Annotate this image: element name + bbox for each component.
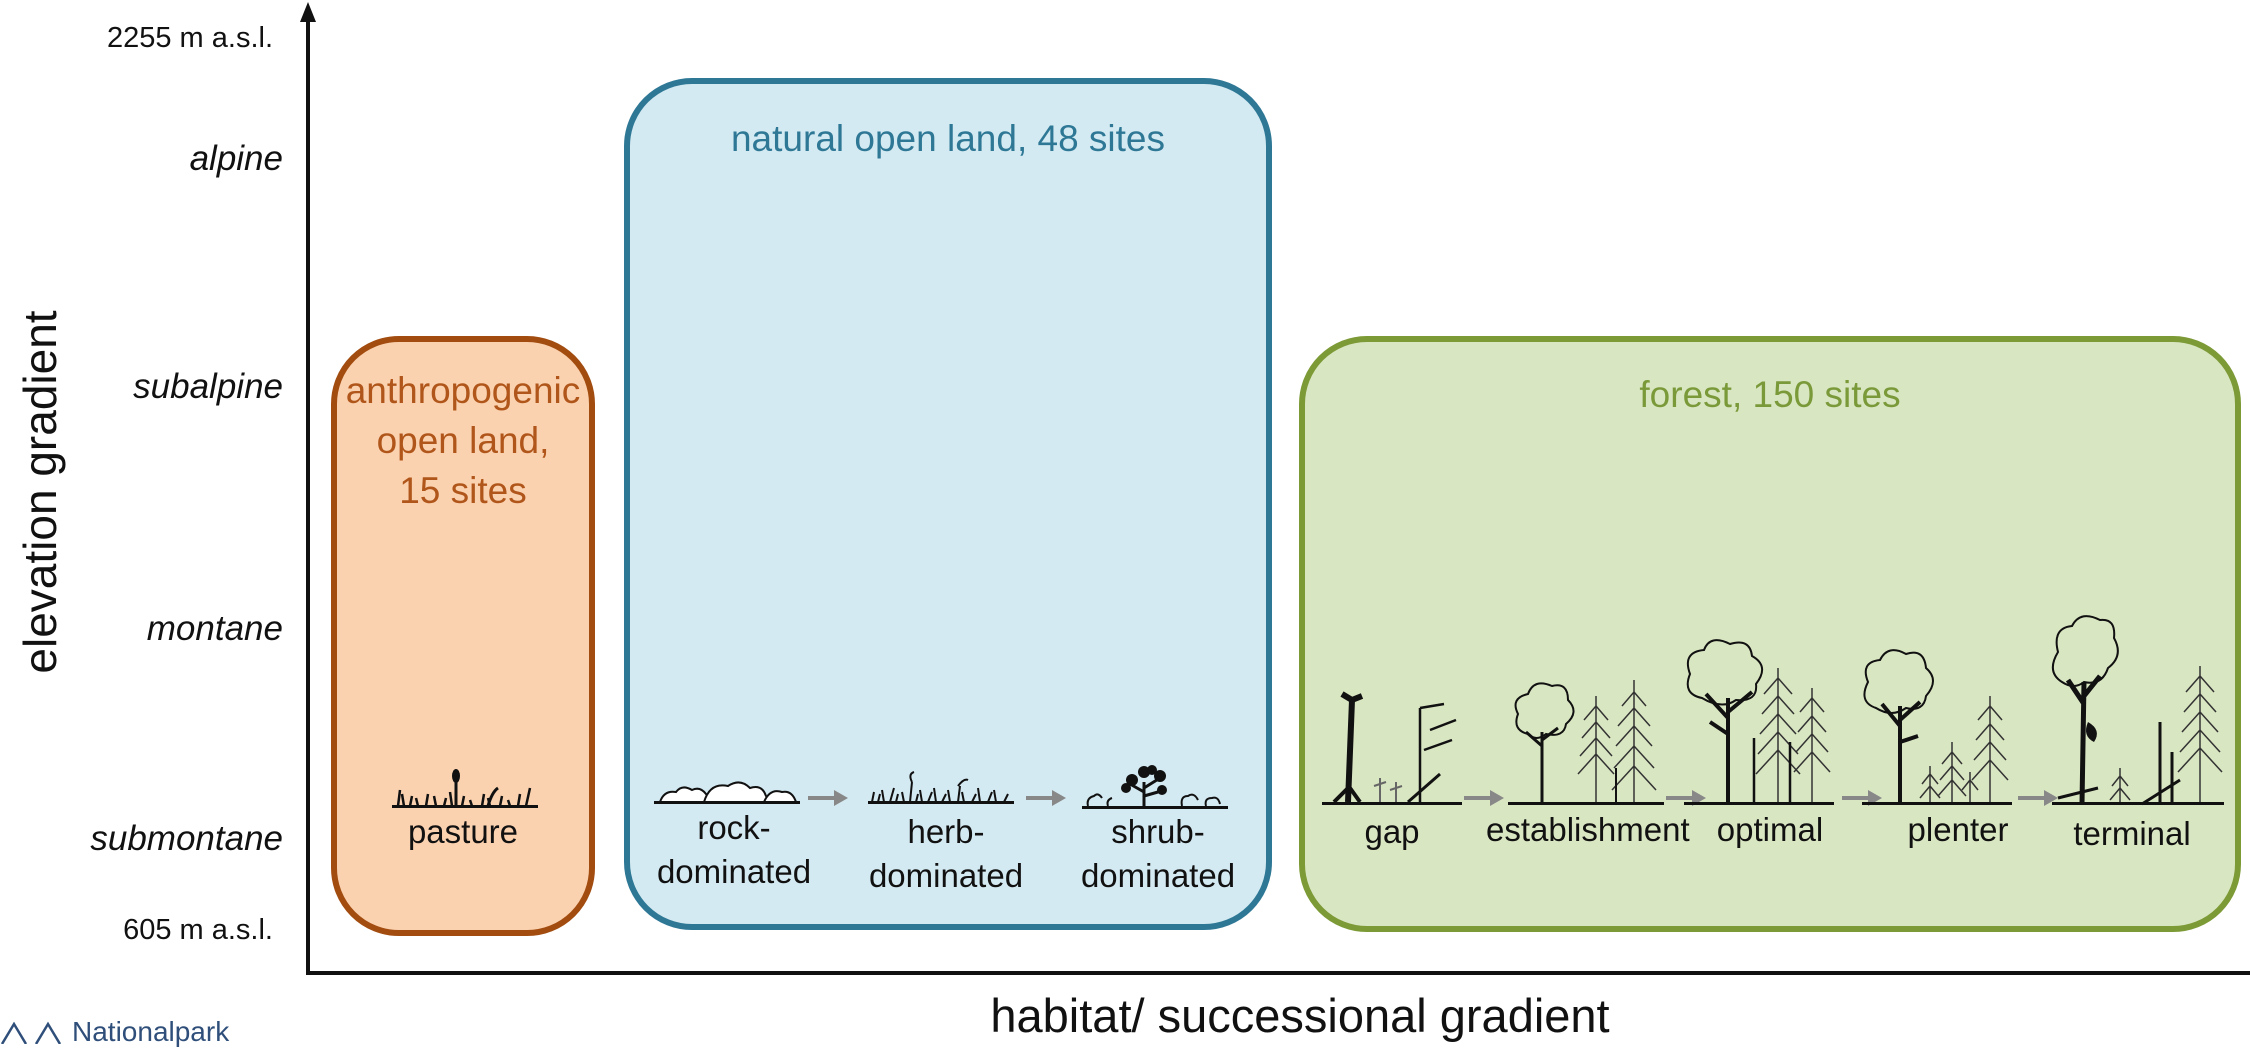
stage-shrub-line1: shrub-: [1111, 813, 1205, 850]
rock-icon: [658, 781, 798, 803]
zone-alpine: alpine: [189, 139, 283, 178]
stage-optimal: optimal: [1716, 811, 1824, 848]
y-top-value: 2255 m a.s.l.: [106, 22, 273, 54]
shrub-icon: [1086, 765, 1221, 807]
natural-open-land-title: natural open land, 48 sites: [730, 118, 1166, 159]
stage-herb-line2: dominated: [868, 857, 1024, 894]
anthropogenic-title-line3: 15 sites: [399, 470, 527, 511]
stage-establishment: establishment: [1486, 811, 1690, 848]
stage-rock-line2: dominated: [656, 853, 812, 890]
y-axis-title: elevation gradient: [14, 310, 66, 674]
arrow-herb-shrub: [1026, 790, 1066, 806]
terminal-ground: [2052, 802, 2224, 805]
zone-montane: montane: [146, 609, 283, 648]
establishment-icon: [1514, 680, 1657, 804]
shrub-ground: [1082, 806, 1228, 809]
stage-gap: gap: [1364, 813, 1420, 850]
optimal-ground: [1684, 802, 1834, 805]
gap-ground: [1322, 802, 1462, 805]
stage-rock-dominated: rock- dominated: [634, 806, 834, 894]
rock-ground: [654, 801, 800, 804]
establishment-ground: [1508, 802, 1664, 805]
herb-icon: [871, 771, 1009, 803]
nationalpark-logo-text: Nationalpark: [72, 1016, 230, 1047]
stage-plenter: plenter: [1907, 811, 2009, 848]
forest-box: [1299, 336, 2241, 932]
stage-pasture: pasture: [407, 813, 519, 850]
arrow-rock-herb: [808, 790, 848, 806]
arrow-plenter-terminal: [2018, 790, 2058, 806]
nationalpark-logo-icon: [0, 1021, 62, 1044]
zone-submontane: submontane: [90, 819, 283, 858]
plenter-icon: [1863, 649, 2009, 804]
stage-herb-dominated: herb- dominated: [846, 810, 1046, 898]
plenter-ground: [1862, 802, 2012, 805]
anthropogenic-title-line1: anthropogenic: [345, 370, 581, 411]
forest-title: forest, 150 sites: [1639, 374, 1901, 415]
stage-herb-line1: herb-: [907, 813, 985, 850]
stage-shrub-line2: dominated: [1080, 857, 1236, 894]
optimal-icon: [1686, 639, 1831, 804]
gap-icon: [1332, 691, 1457, 804]
pasture-ground: [392, 805, 538, 808]
terminal-icon: [2051, 615, 2223, 806]
x-axis-title: habitat/ successional gradient: [990, 989, 1610, 1042]
zone-subalpine: subalpine: [133, 367, 283, 406]
y-bottom-value: 605 m a.s.l.: [123, 914, 273, 946]
herb-ground: [868, 801, 1014, 804]
arrow-gap-establishment: [1464, 790, 1504, 806]
anthropogenic-title: anthropogenic open land, 15 sites: [336, 366, 590, 516]
pasture-icon: [396, 769, 532, 807]
stage-shrub-dominated: shrub- dominated: [1058, 810, 1258, 898]
y-axis-arrowhead: [300, 2, 316, 22]
stage-rock-line1: rock-: [697, 809, 771, 846]
anthropogenic-title-line2: open land,: [376, 420, 550, 461]
stage-terminal: terminal: [2073, 815, 2191, 852]
anthropogenic-box: [331, 336, 595, 936]
